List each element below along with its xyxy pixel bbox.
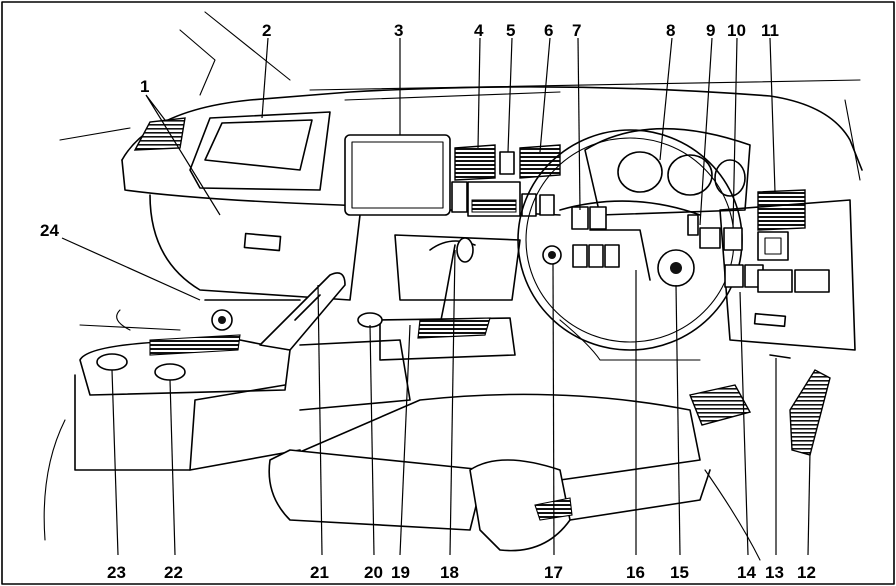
- callout-5: 5: [506, 21, 515, 40]
- right-air-vent: [757, 189, 806, 261]
- lower-console: [204, 299, 411, 411]
- callout-14: 14: [737, 563, 756, 582]
- parking-brake: [259, 272, 346, 351]
- callout-16: 16: [626, 563, 645, 582]
- callout-21: 21: [310, 563, 329, 582]
- callout-labels: 1 2 3 4 5 6 7 8 9 10 11 12 13 14 15 16 1…: [40, 21, 816, 582]
- callout-12: 12: [797, 563, 816, 582]
- callout-6: 6: [544, 21, 553, 40]
- leader-lines: [61, 37, 811, 556]
- instrument-cluster: [584, 127, 751, 216]
- glove-box: [149, 194, 361, 301]
- dash-switches: [542, 206, 743, 268]
- seat-cushion: [268, 393, 711, 552]
- callout-10: 10: [727, 21, 746, 40]
- callout-2: 2: [262, 21, 271, 40]
- passenger-airbag-cover: [189, 111, 331, 191]
- floor-lines: [43, 309, 761, 561]
- callout-24: 24: [40, 221, 59, 240]
- callout-15: 15: [670, 563, 689, 582]
- dashboard-top: [121, 86, 863, 216]
- callout-7: 7: [572, 21, 581, 40]
- callout-3: 3: [394, 21, 403, 40]
- callout-8: 8: [666, 21, 675, 40]
- callout-22: 22: [164, 563, 183, 582]
- callout-9: 9: [706, 21, 715, 40]
- callout-1: 1: [140, 77, 149, 96]
- armrest-box: [74, 334, 301, 471]
- center-display: [344, 134, 451, 216]
- left-air-vent: [133, 117, 186, 151]
- callout-11: 11: [761, 21, 779, 40]
- callout-17: 17: [544, 563, 563, 582]
- callout-18: 18: [440, 563, 459, 582]
- callout-23: 23: [107, 563, 126, 582]
- callout-20: 20: [364, 563, 383, 582]
- audio-unit: [451, 181, 555, 217]
- right-lower-panel: [719, 199, 856, 351]
- center-vents: [454, 144, 561, 181]
- pedals: [689, 354, 831, 456]
- callout-19: 19: [391, 563, 410, 582]
- callout-4: 4: [474, 21, 484, 40]
- callout-13: 13: [765, 563, 784, 582]
- windshield: [59, 11, 861, 181]
